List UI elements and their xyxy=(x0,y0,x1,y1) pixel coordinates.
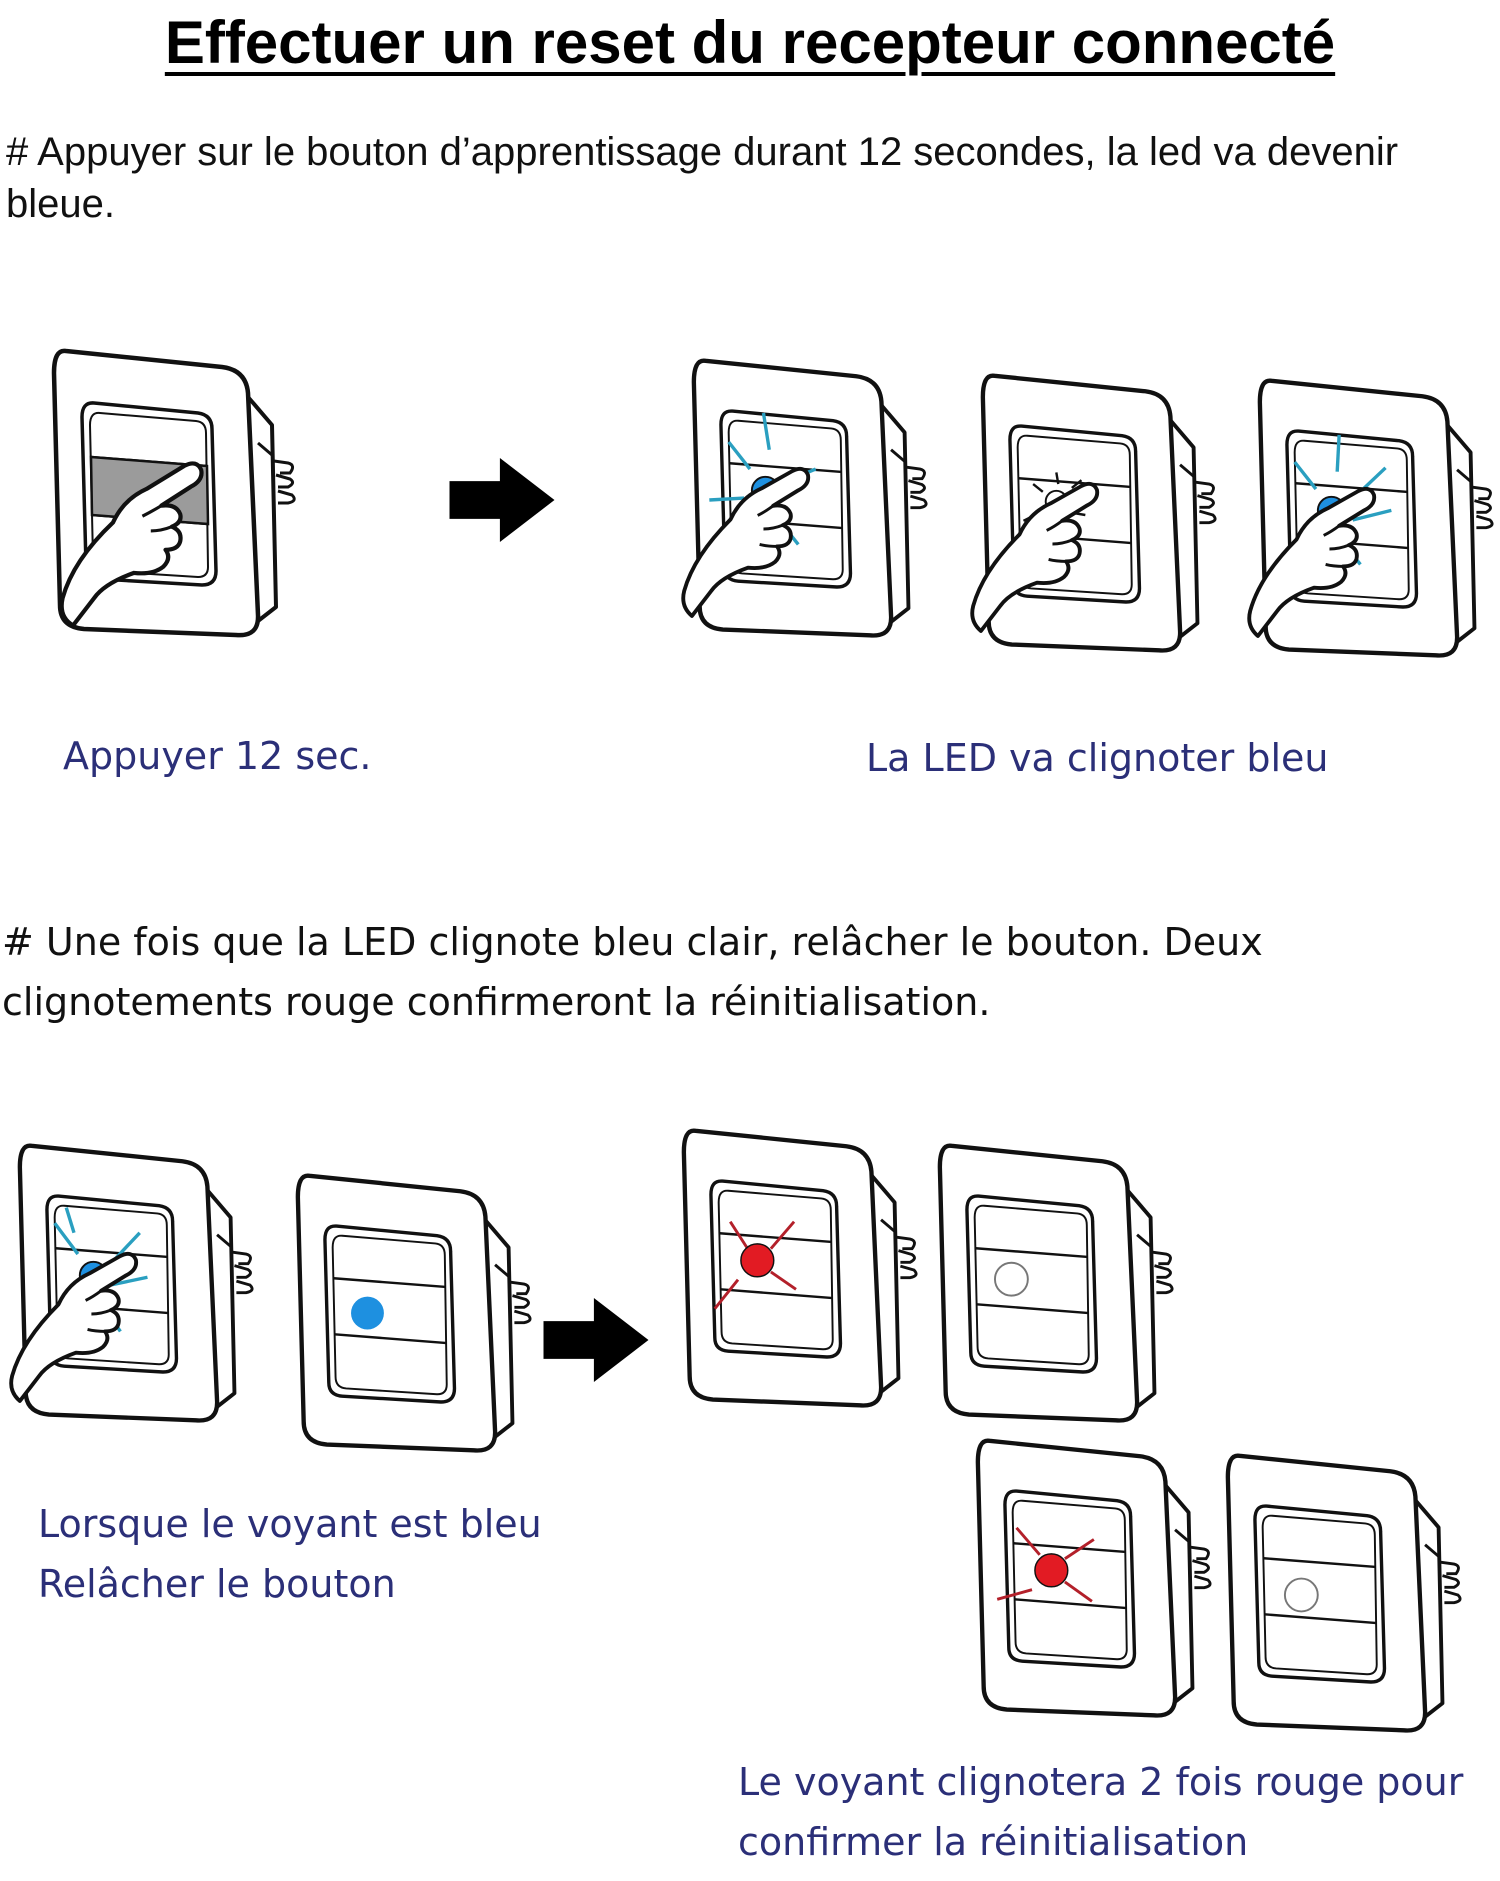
switch-blue-blink-icon-2 xyxy=(1247,375,1492,665)
caption-led-blink-blue: La LED va clignoter bleu xyxy=(866,736,1329,780)
right-arrow-icon-2 xyxy=(543,1298,649,1382)
caption-blue-release: Lorsque le voyant est bleu Relâcher le b… xyxy=(38,1494,542,1614)
switch-pressed-grey-icon xyxy=(40,345,320,645)
switch-led-off-icon xyxy=(932,1140,1172,1430)
caption-blue-release-line-1: Lorsque le voyant est bleu xyxy=(38,1502,542,1546)
switch-blue-blink-icon-3 xyxy=(9,1140,252,1430)
step1-instruction: # Appuyer sur le bouton d’apprentissage … xyxy=(6,130,1399,226)
caption-press-12s: Appuyer 12 sec. xyxy=(63,734,372,778)
caption-blue-release-line-2: Relâcher le bouton xyxy=(38,1562,396,1606)
switch-blue-led-icon xyxy=(290,1170,530,1460)
caption-red-confirm: Le voyant clignotera 2 fois rouge pour c… xyxy=(738,1752,1463,1872)
switch-led-off-blink-icon xyxy=(970,370,1215,660)
switch-blue-blink-icon xyxy=(681,355,926,645)
caption-red-confirm-line-2: confirmer la réinitialisation xyxy=(738,1820,1249,1864)
step2-instruction: # Une fois que la LED clignote bleu clai… xyxy=(2,920,1263,1024)
page-title: Effectuer un reset du recepteur connecté xyxy=(164,9,1336,76)
switch-red-blink-icon-2 xyxy=(970,1435,1210,1725)
switch-led-off-icon-2 xyxy=(1220,1450,1460,1740)
caption-red-confirm-line-1: Le voyant clignotera 2 fois rouge pour xyxy=(738,1760,1464,1804)
switch-red-blink-icon xyxy=(676,1125,916,1415)
right-arrow-icon xyxy=(449,458,555,542)
